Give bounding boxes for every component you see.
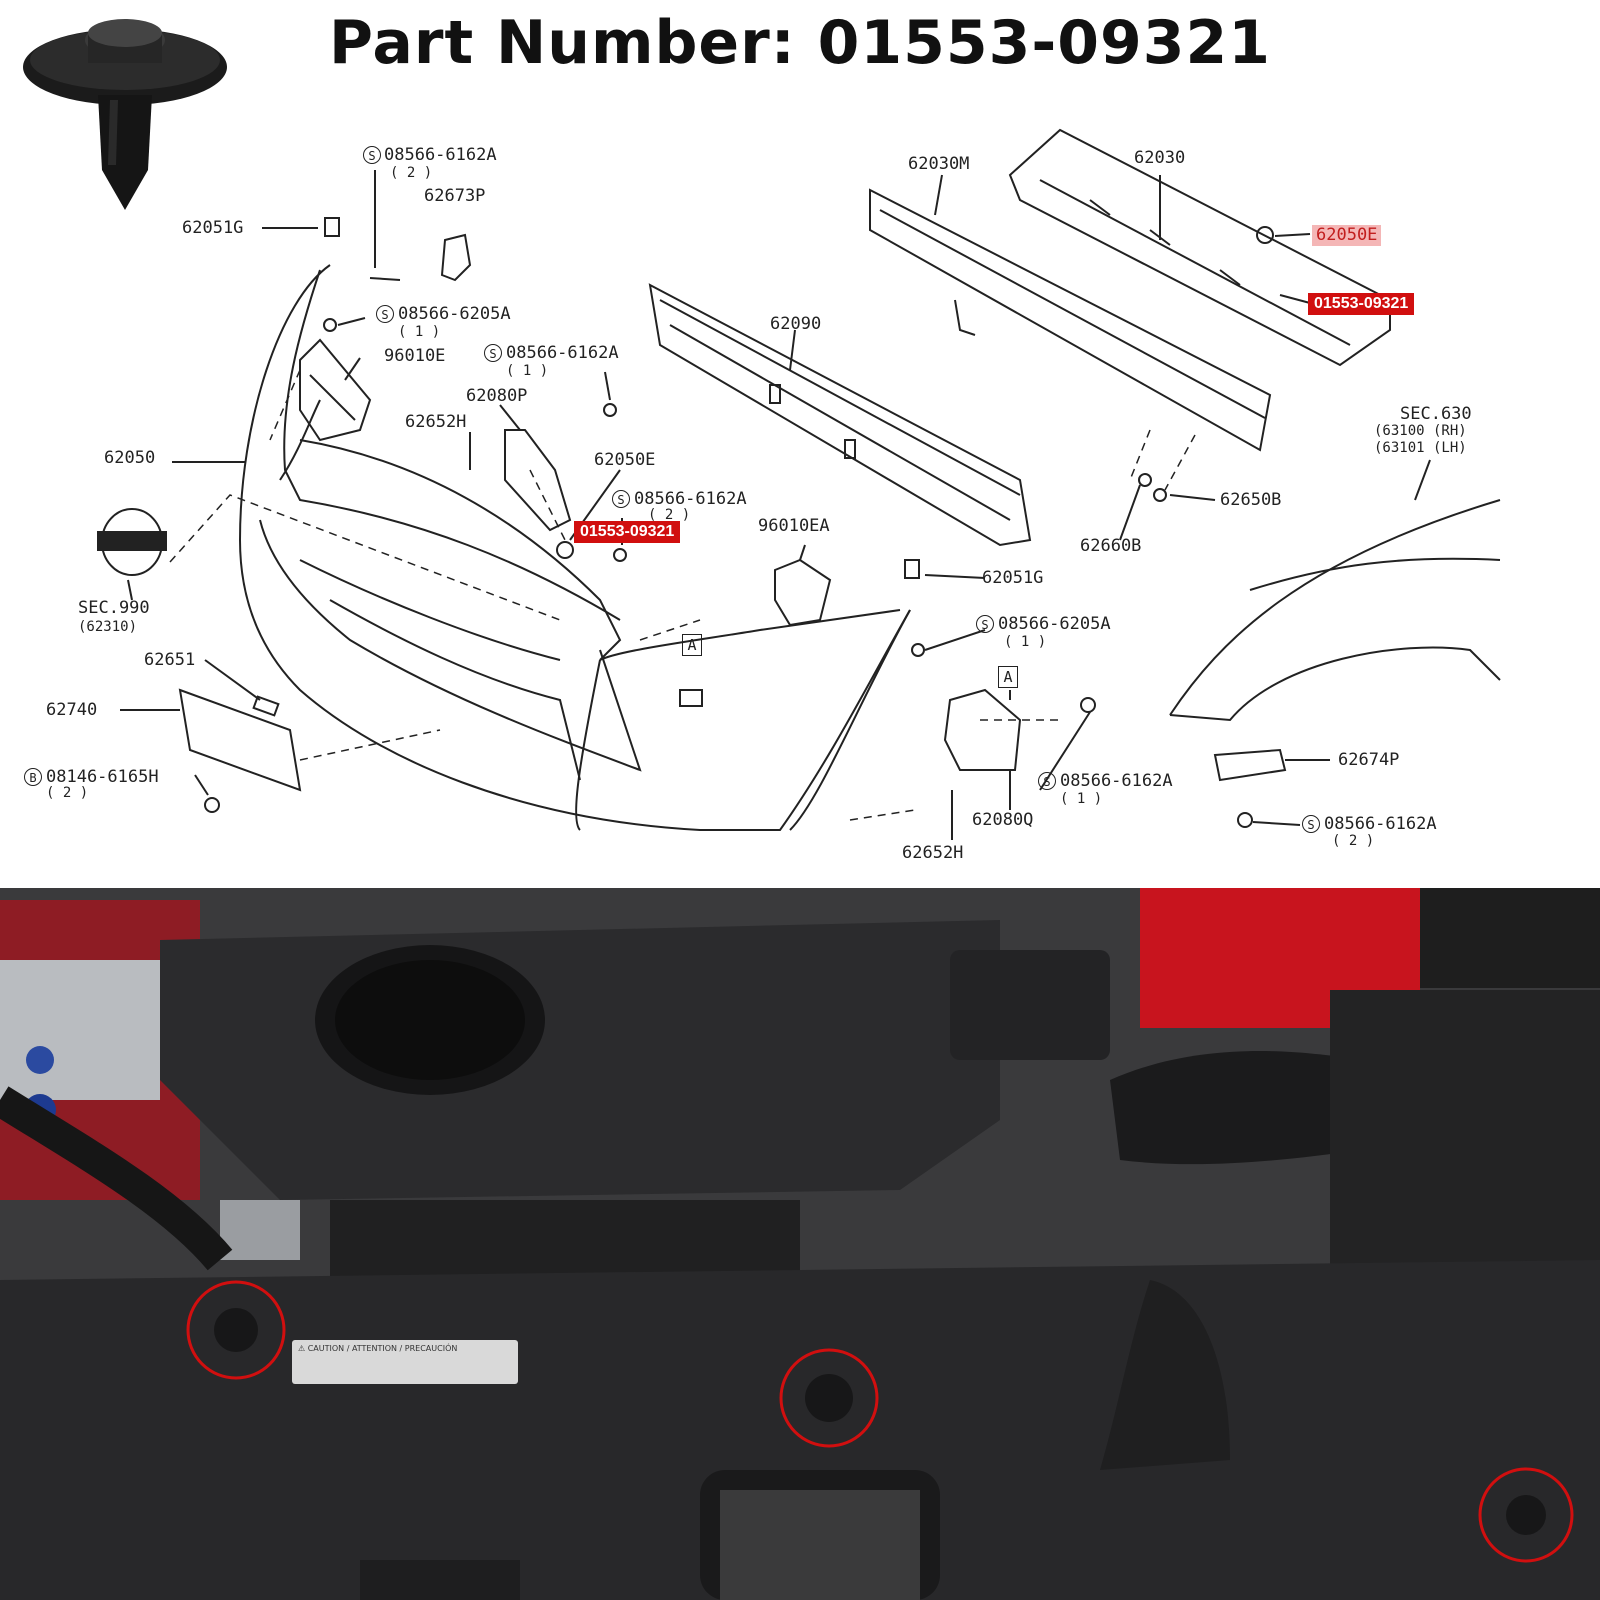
label-08566-6162A: 08566-6162A [384, 145, 497, 165]
label-qty: ( 2 ) [46, 785, 89, 801]
label-62051G: 62051G [982, 568, 1044, 588]
label-62674P: 62674P [1338, 750, 1400, 770]
s-symbol: S [363, 146, 381, 164]
label-qty: ( 1 ) [1004, 634, 1047, 650]
page-title: Part Number: 01553-09321 [329, 8, 1271, 78]
label-62050E: 62050E [594, 450, 656, 470]
label-qty: ( 2 ) [1332, 833, 1375, 849]
label-96010EA: 96010EA [758, 516, 830, 536]
caution-label: ⚠ CAUTION / ATTENTION / PRECAUCIÓN [292, 1340, 518, 1384]
s-symbol: S [1038, 772, 1056, 790]
label-62652H: 62652H [405, 412, 467, 432]
highlight-62050E: 62050E [1312, 225, 1382, 246]
label-62030M: 62030M [908, 154, 970, 174]
label-sec990: SEC.990 [78, 598, 150, 618]
label-08566-6162A: 08566-6162A [634, 489, 747, 509]
s-symbol: S [484, 344, 502, 362]
label-08566-6162A: 08566-6162A [506, 343, 619, 363]
label-96010E: 96010E [384, 346, 446, 366]
label-62051G: 62051G [182, 218, 244, 238]
label-qty: ( 2 ) [390, 165, 433, 181]
label-qty: ( 1 ) [506, 363, 549, 379]
engine-bay-photo [0, 888, 1600, 1600]
b-symbol: B [24, 768, 42, 786]
label-62090: 62090 [770, 314, 822, 334]
label-62650B: 62650B [1220, 490, 1282, 510]
reference-mark-a: A [682, 634, 702, 656]
label-62660B: 62660B [1080, 536, 1142, 556]
s-symbol: S [1302, 815, 1320, 833]
label-62740: 62740 [46, 700, 98, 720]
label-qty: ( 1 ) [398, 324, 441, 340]
label-qty: ( 2 ) [648, 507, 691, 523]
plastic-clip-icon [23, 19, 227, 210]
label-62080P: 62080P [466, 386, 528, 406]
label-62652H: 62652H [902, 843, 964, 863]
label-63100-rh: (63100 (RH) [1374, 423, 1467, 439]
label-62080Q: 62080Q [972, 810, 1034, 830]
s-symbol: S [612, 490, 630, 508]
label-08146-6165H: 08146-6165H [46, 767, 159, 787]
label-63101-lh: (63101 (LH) [1374, 440, 1467, 456]
highlight-part-number: 01553-09321 [574, 521, 681, 543]
bumper-exploded-diagram [97, 128, 1501, 840]
label-08566-6162A: 08566-6162A [1324, 814, 1437, 834]
s-symbol: S [376, 305, 394, 323]
s-symbol: S [976, 615, 994, 633]
label-62673P: 62673P [424, 186, 486, 206]
label-qty: ( 1 ) [1060, 791, 1103, 807]
label-08566-6205A: 08566-6205A [398, 304, 511, 324]
label-62310: (62310) [78, 619, 138, 635]
label-62030: 62030 [1134, 148, 1186, 168]
highlight-part-number: 01553-09321 [1308, 293, 1415, 315]
label-62050: 62050 [104, 448, 156, 468]
label-62651: 62651 [144, 650, 196, 670]
reference-mark-a: A [998, 666, 1018, 688]
label-sec630: SEC.630 [1400, 404, 1472, 424]
label-08566-6162A: 08566-6162A [1060, 771, 1173, 791]
label-08566-6205A: 08566-6205A [998, 614, 1111, 634]
